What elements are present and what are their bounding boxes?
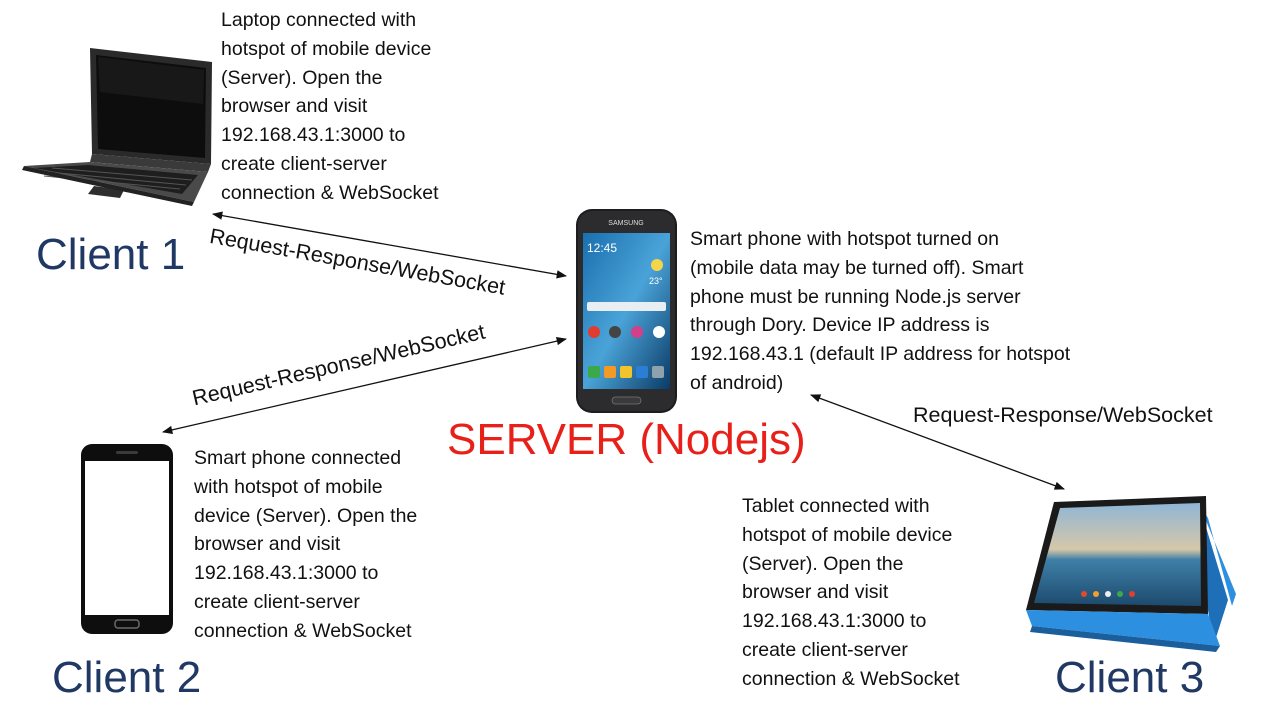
server-label: SERVER (Nodejs)	[447, 415, 806, 464]
sun-icon	[651, 259, 663, 271]
speaker-icon	[116, 451, 138, 454]
client2-label: Client 2	[52, 653, 202, 702]
server-phone-brand: SAMSUNG	[608, 220, 643, 227]
client2-description: Smart phone connected with hotspot of mo…	[194, 447, 418, 642]
home-button-icon	[114, 619, 140, 629]
client2-smartphone-icon	[80, 443, 174, 635]
arrow-client2-server	[161, 337, 568, 434]
arrow-client3-server	[810, 394, 1065, 490]
search-bar-icon	[587, 302, 666, 311]
client1-description: Laptop connected with hotspot of mobile …	[221, 9, 439, 204]
tablet-app-icons	[1081, 591, 1135, 597]
client3-tablet-icon	[1024, 494, 1240, 656]
server-phone-temp: 23°	[649, 276, 663, 286]
app-icons	[588, 326, 665, 378]
connection-label-client3: Request-Response/WebSocket	[913, 403, 1213, 427]
server-phone-clock: 12:45	[587, 241, 617, 255]
client1-laptop-icon	[22, 44, 214, 206]
arrow-client1-server	[211, 211, 568, 279]
client1-label: Client 1	[36, 230, 186, 279]
client3-label: Client 3	[1055, 653, 1205, 702]
server-smartphone-icon: SAMSUNG 12:45 23°	[575, 208, 678, 414]
server-description: Smart phone with hotspot turned on (mobi…	[690, 228, 1071, 394]
client3-description: Tablet connected with hotspot of mobile …	[742, 495, 960, 690]
home-button-icon	[611, 396, 642, 405]
